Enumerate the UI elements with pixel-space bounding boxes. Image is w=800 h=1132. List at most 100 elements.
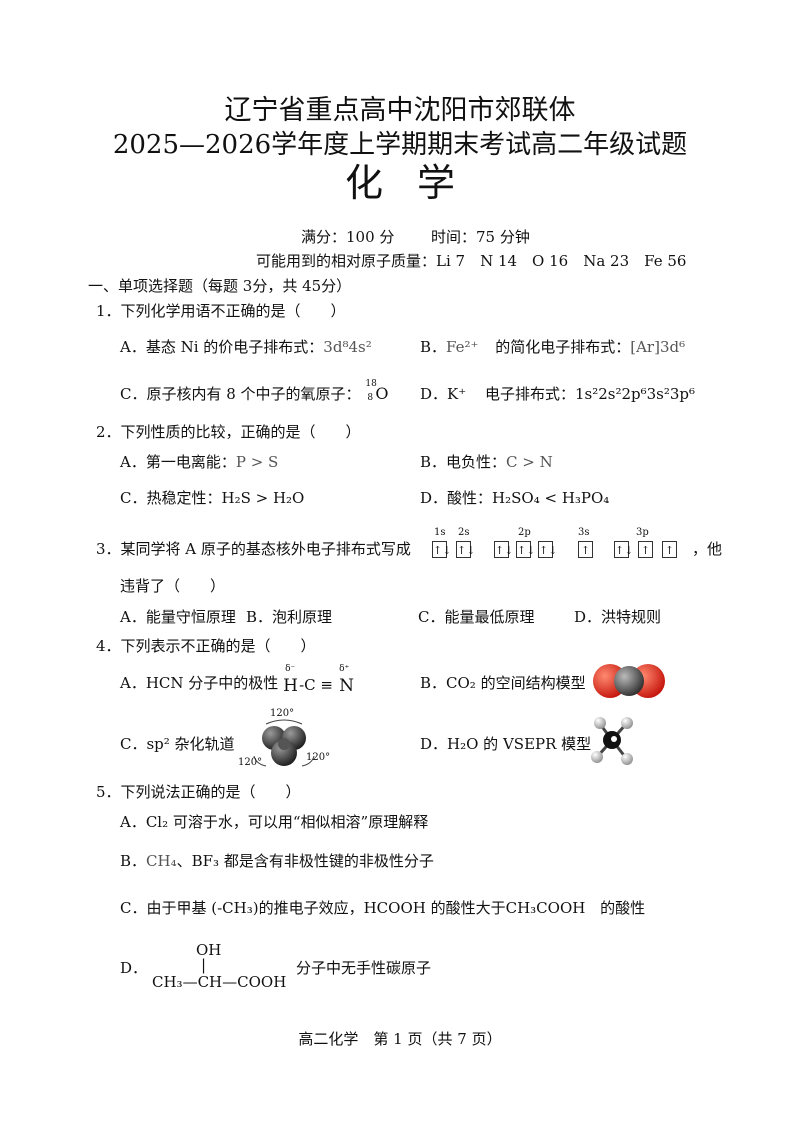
q5-b-prefix: B． (120, 852, 147, 870)
q1-option-c: C．原子核内有 8 个中子的氧原子： 18 8 O (120, 379, 389, 404)
hcn-polarity-formula: δ⁻ δ⁺ H -C ≡ N (283, 664, 355, 696)
q1-d-ion: K⁺ (447, 385, 467, 403)
q5-b-formula: CH₄ (146, 852, 177, 870)
q1-option-d: D．K⁺ 电子排布式：1s²2s²2p⁶3s²3p⁶ (420, 383, 695, 404)
angle-label-left: 120° (238, 757, 263, 768)
q5-option-b: B．CH₄、BF₃ 都是含有非极性键的非极性分子 (120, 850, 434, 871)
q4-a-text: A．HCN 分子中的极性 (120, 674, 279, 692)
q3-stem-2: 违背了（ ） (120, 577, 226, 595)
q1-c-symbol: O (375, 384, 389, 403)
q2-option-b: B．电负性：C > N (420, 451, 553, 472)
oxygen-highlight (611, 736, 617, 742)
q1-option-b: B．Fe²⁺ 的简化电子排布式：[Ar]3d⁶ (420, 336, 685, 357)
q5-c-tail: 的酸性 (600, 899, 646, 917)
sp2-orbital-figure (253, 719, 315, 767)
orbital-label-3p: 3p (636, 527, 649, 538)
hydrogen-atom (591, 751, 603, 763)
q1-b-prefix: B． (420, 338, 447, 356)
page-footer: 高二化学 第 1 页（共 7 页） (298, 1030, 502, 1048)
lactic-oh: OH (196, 941, 222, 959)
q4-option-a: A．HCN 分子中的极性 δ⁻ δ⁺ H -C ≡ N (120, 664, 355, 696)
q1-c-text: C．原子核内有 8 个中子的氧原子： (120, 385, 361, 403)
orbital-box: ↑↓ (516, 541, 535, 558)
q4-option-c: C．sp² 杂化轨道 (120, 735, 235, 753)
full-score: 满分：100 分 (301, 228, 395, 246)
q2-a-formula: P > S (235, 453, 279, 471)
q5-option-a: A．Cl₂ 可溶于水，可以用“相似相溶”原理解释 (120, 813, 429, 831)
title-line-1: 辽宁省重点高中沈阳市郊联体 (224, 95, 576, 126)
q2-c-formula: H₂S > H₂O (221, 489, 305, 507)
co2-model (593, 664, 665, 698)
orbital-center (278, 738, 290, 750)
lone-pair (594, 717, 606, 729)
orbital-box: ↑↓ (614, 541, 633, 558)
q1-b-ion: Fe²⁺ (446, 338, 479, 356)
q2-option-d: D．酸性：H₂SO₄ < H₃PO₄ (420, 487, 609, 508)
orbital-diagram: 1s 2s 2p 3s 3p ↑↓ ↑↓ ↑↓ ↑↓ ↑↓ ↑ ↑↓ ↑ ↑ (432, 527, 682, 561)
atomic-masses: 可能用到的相对原子质量：Li 7 N 14 O 16 Na 23 Fe 56 (256, 252, 687, 270)
orbital-box: ↑ (578, 541, 593, 558)
q1-stem: 1．下列化学用语不正确的是（ ） (96, 302, 346, 320)
q5-b-text: 、BF₃ 都是含有非极性键的非极性分子 (176, 852, 434, 870)
angle-label-right: 120° (306, 752, 331, 763)
q3-option-a: A．能量守恒原理 (120, 608, 236, 626)
orbital-label-2s: 2s (458, 527, 470, 538)
delta-plus-label: δ⁺ (339, 664, 350, 674)
q1-b-formula: [Ar]3d⁶ (630, 338, 686, 356)
orbital-box: ↑↓ (456, 541, 475, 558)
orbital-label-1s: 1s (434, 527, 446, 538)
q2-b-text: B．电负性： (420, 453, 507, 471)
orbital-box: ↑ (638, 541, 653, 558)
q2-d-formula: H₂SO₄ < H₃PO₄ (492, 489, 610, 507)
angle-label-top: 120° (270, 708, 295, 719)
orbital-box: ↑↓ (538, 541, 557, 558)
q4-stem: 4．下列表示不正确的是（ ） (96, 637, 316, 655)
q3-option-b: B．泡利原理 (246, 608, 333, 626)
subject-title: 化学 (344, 161, 489, 205)
hcn-n: N (339, 676, 354, 696)
q2-option-a: A．第一电离能：P > S (120, 451, 278, 472)
q5-option-c: C．由于甲基 (-CH₃)的推电子效应，HCOOH 的酸性大于CH₃COOH 的… (120, 897, 645, 918)
q3-option-d: D．洪特规则 (574, 608, 662, 626)
q1-b-text: 的简化电子排布式： (495, 338, 631, 356)
lactic-bond: | (201, 956, 207, 974)
q4-option-b: B．CO₂ 的空间结构模型 (420, 674, 586, 692)
q1-c-number: 8 (367, 393, 374, 403)
q2-option-c: C．热稳定性：H₂S > H₂O (120, 487, 304, 508)
orbital-lobe (271, 740, 297, 766)
q2-b-formula: C > N (506, 453, 553, 471)
q4-option-d: D．H₂O 的 VSEPR 模型 (420, 735, 592, 753)
orbital-label-2p: 2p (518, 527, 531, 538)
h2o-vsepr-model (591, 717, 633, 765)
q3-stem: 3．某同学将 A 原子的基态核外电子排布式写成 (96, 540, 411, 558)
hcn-bond: -C ≡ (299, 676, 333, 694)
q3-tail: ，他 (692, 540, 723, 558)
q5-d-prefix: D． (120, 959, 148, 977)
q1-d-text: 电子排布式： (484, 385, 575, 403)
section-heading: 一、单项选择题（每题 3分，共 45分） (88, 277, 352, 295)
q5-c-formula: CH₃COOH (505, 899, 586, 917)
q1-a-text: A．基态 Ni 的价电子排布式： (120, 338, 324, 356)
title-line-2: 2025—2026学年度上学期期末考试高二年级试题 (112, 130, 688, 160)
q2-stem: 2．下列性质的比较，正确的是（ ） (96, 423, 361, 441)
q1-option-a: A．基态 Ni 的价电子排布式：3d⁸4s² (120, 336, 372, 357)
angle-arc (265, 719, 303, 725)
q3-option-c: C．能量最低原理 (418, 608, 535, 626)
q1-c-mass: 18 (365, 379, 377, 389)
q1-a-formula: 3d⁸4s² (323, 338, 372, 356)
angle-arc (253, 755, 267, 767)
orbital-box: ↑↓ (494, 541, 513, 558)
q2-a-text: A．第一电离能： (120, 453, 236, 471)
lone-pair (621, 717, 633, 729)
lactic-chain: CH₃—CH—COOH (152, 973, 287, 991)
delta-minus-label: δ⁻ (285, 664, 296, 674)
carbon-atom (614, 666, 644, 696)
q5-stem: 5．下列说法正确的是（ ） (96, 783, 301, 801)
orbital-box: ↑↓ (432, 541, 451, 558)
q5-c-text: C．由于甲基 (-CH₃)的推电子效应，HCOOH 的酸性大于 (120, 899, 506, 917)
q2-d-text: D．酸性： (420, 489, 493, 507)
q1-d-formula: 1s²2s²2p⁶3s²3p⁶ (574, 385, 696, 403)
angle-arc (301, 755, 315, 767)
hydrogen-atom (621, 753, 633, 765)
q5-d-text: 分子中无手性碳原子 (296, 959, 432, 977)
